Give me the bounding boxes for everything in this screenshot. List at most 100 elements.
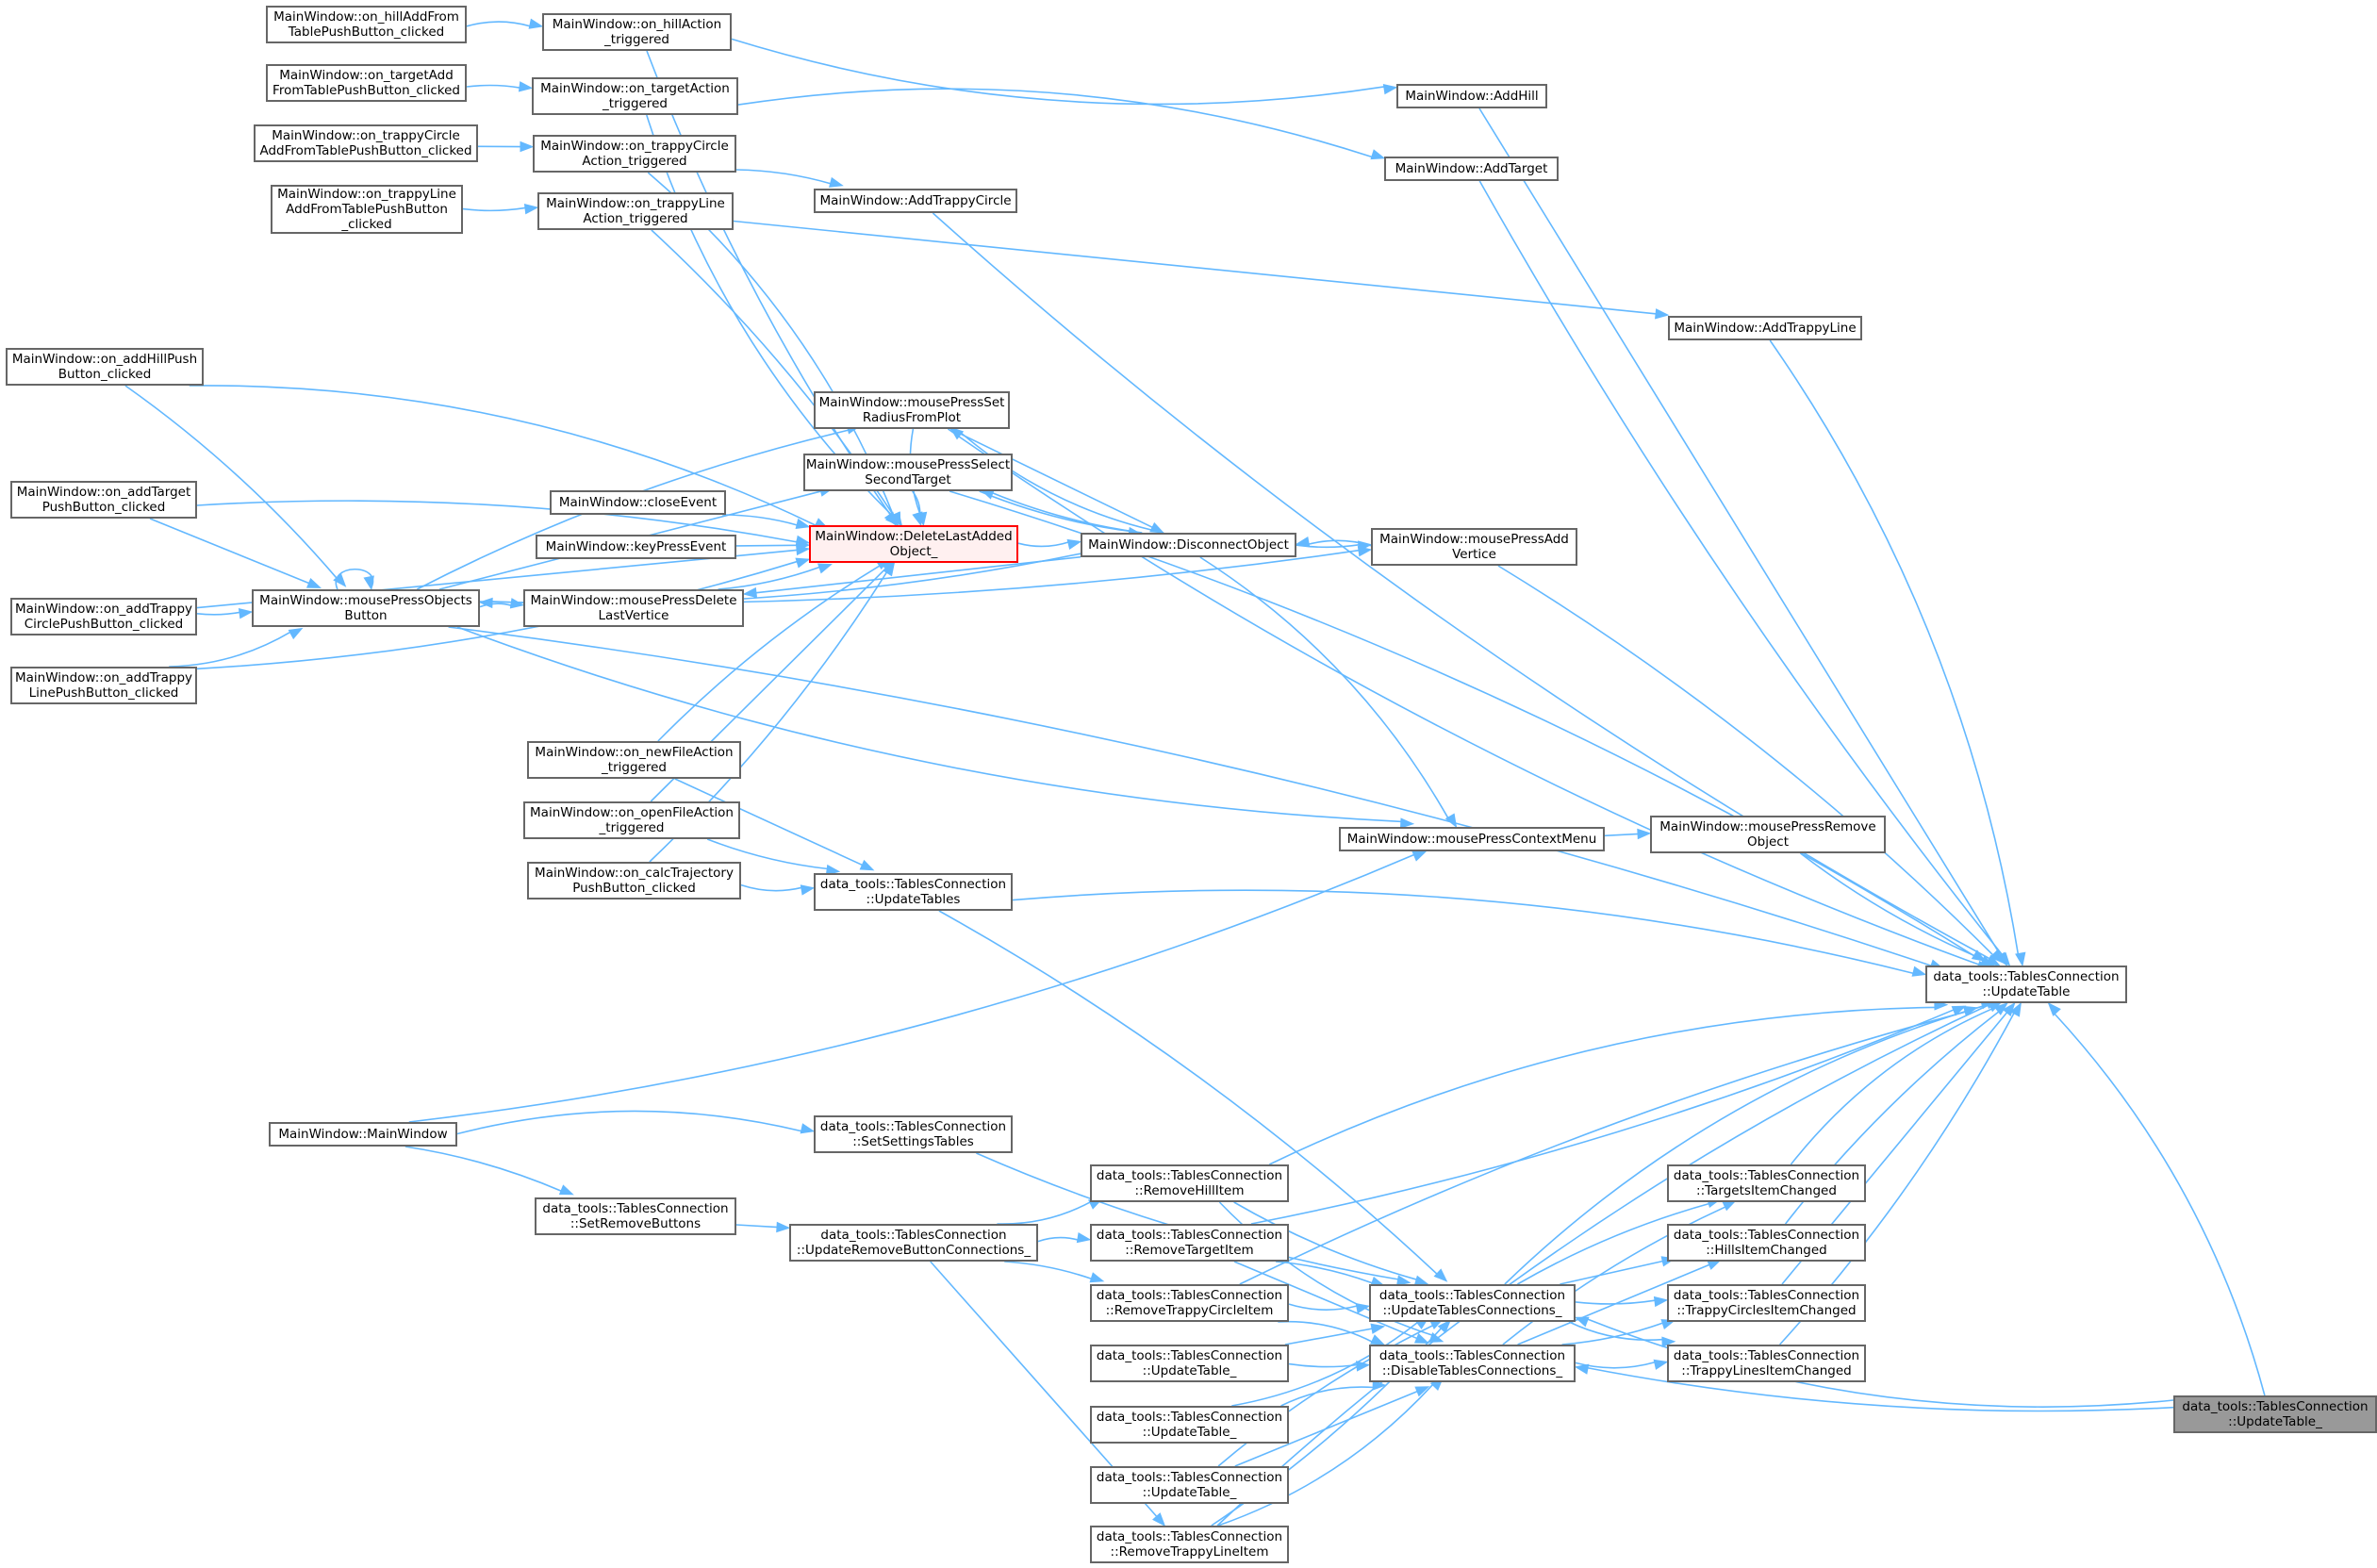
arrowhead-icon — [1433, 1268, 1448, 1282]
graph-node-mainwindow-on-trappycircleaddfromtablepushbutton-clicked[interactable]: MainWindow::on_trappyCircle AddFromTable… — [254, 124, 478, 162]
node-label: MainWindow::MainWindow — [278, 1127, 448, 1142]
graph-node-mainwindow-mousepressaddvertice[interactable]: MainWindow::mousePressAdd Vertice — [1371, 528, 1577, 566]
graph-node-data-tools-tablesconnection-setremovebuttons[interactable]: data_tools::TablesConnection ::SetRemove… — [535, 1197, 736, 1235]
edge-n13-n19 — [949, 428, 1165, 534]
graph-node-mainwindow-deletelastaddedobject[interactable]: MainWindow::DeleteLastAdded Object_ — [809, 525, 1018, 563]
edge-n27-n28 — [740, 883, 816, 896]
edge-line — [1233, 1201, 1418, 1281]
graph-node-data-tools-tablesconnection-trappycirclesitemchanged[interactable]: data_tools::TablesConnection ::TrappyCir… — [1667, 1284, 1866, 1322]
arrowhead-icon — [1076, 1232, 1092, 1244]
graph-node-data-tools-tablesconnection-updatetables[interactable]: data_tools::TablesConnection ::UpdateTab… — [814, 873, 1013, 911]
graph-node-mainwindow-on-addtargetpushbutton-clicked[interactable]: MainWindow::on_addTarget PushButton_clic… — [10, 481, 197, 519]
graph-node-data-tools-tablesconnection-disabletablesconnections[interactable]: data_tools::TablesConnection ::DisableTa… — [1369, 1345, 1576, 1382]
graph-node-mainwindow-on-targetaction-triggered[interactable]: MainWindow::on_targetAction _triggered — [532, 77, 738, 115]
edge-n16-n18 — [722, 514, 811, 529]
node-label: MainWindow::AddTrappyCircle — [819, 193, 1012, 208]
graph-node-mainwindow-addhill[interactable]: MainWindow::AddHill — [1396, 84, 1547, 108]
edge-n2-n3 — [466, 81, 534, 92]
arrowhead-icon — [1395, 1275, 1411, 1286]
edge-n43-n46 — [1560, 1256, 1676, 1285]
graph-node-mainwindow-on-hillaction-triggered[interactable]: MainWindow::on_hillAction _triggered — [542, 13, 732, 51]
edge-n40-n44 — [1280, 1379, 1387, 1407]
edge-n3-n9 — [737, 88, 1386, 160]
graph-node-data-tools-tablesconnection-removetargetitem[interactable]: data_tools::TablesConnection ::RemoveTar… — [1090, 1224, 1289, 1262]
edge-line — [1502, 1205, 1726, 1345]
edge-line — [1231, 1321, 1419, 1407]
graph-node-mainwindow-on-calctrajectorypushbutton-clicked[interactable]: MainWindow::on_calcTrajectory PushButton… — [527, 862, 741, 900]
graph-node-mainwindow-on-openfileaction-triggered[interactable]: MainWindow::on_openFileAction _triggered — [523, 801, 740, 839]
graph-node-data-tools-tablesconnection-updatetable[interactable]: data_tools::TablesConnection ::UpdateTab… — [2173, 1395, 2377, 1433]
graph-node-mainwindow-disconnectobject[interactable]: MainWindow::DisconnectObject — [1081, 533, 1296, 557]
graph-node-data-tools-tablesconnection-updatetable[interactable]: data_tools::TablesConnection ::UpdateTab… — [1925, 966, 2127, 1003]
graph-node-mainwindow-mousepresssetradiusfromplot[interactable]: MainWindow::mousePressSet RadiusFromPlot — [814, 391, 1010, 429]
edge-line — [1199, 556, 1449, 819]
graph-node-data-tools-tablesconnection-updatetable[interactable]: data_tools::TablesConnection ::UpdateTab… — [1090, 1466, 1289, 1504]
edge-line — [1497, 565, 1994, 956]
arrowhead-icon — [1411, 850, 1428, 862]
graph-node-mainwindow-on-addtrappycirclepushbutton-clicked[interactable]: MainWindow::on_addTrappy CirclePushButto… — [10, 598, 197, 635]
edge-line — [912, 490, 921, 515]
arrowhead-icon — [1370, 1334, 1386, 1345]
graph-node-mainwindow-mousepressselectsecondtarget[interactable]: MainWindow::mousePressSelect SecondTarge… — [803, 454, 1013, 491]
graph-node-mainwindow-closeevent[interactable]: MainWindow::closeEvent — [550, 490, 726, 515]
graph-node-data-tools-tablesconnection-updateremovebuttonconnections[interactable]: data_tools::TablesConnection ::UpdateRem… — [789, 1224, 1038, 1262]
graph-node-mainwindow-mousepressobjectsbutton[interactable]: MainWindow::mousePressObjects Button — [252, 589, 480, 627]
graph-node-data-tools-tablesconnection-removehillitem[interactable]: data_tools::TablesConnection ::RemoveHil… — [1090, 1164, 1289, 1202]
graph-node-data-tools-tablesconnection-updatetable[interactable]: data_tools::TablesConnection ::UpdateTab… — [1090, 1406, 1289, 1444]
graph-node-mainwindow-addtrappyline[interactable]: MainWindow::AddTrappyLine — [1668, 316, 1862, 340]
graph-node-mainwindow-on-hilladdfromtablepushbutton-clicked[interactable]: MainWindow::on_hillAddFrom TablePushButt… — [266, 6, 467, 43]
edge-n38-n44 — [1278, 1320, 1386, 1345]
edge-line — [448, 626, 1933, 967]
graph-node-mainwindow-on-trappylineaction-triggered[interactable]: MainWindow::on_trappyLine Action_trigger… — [537, 192, 734, 230]
graph-node-mainwindow-mousepressdeletelastvertice[interactable]: MainWindow::mousePressDelete LastVertice — [523, 589, 744, 627]
graph-node-data-tools-tablesconnection-updatetable[interactable]: data_tools::TablesConnection ::UpdateTab… — [1090, 1345, 1289, 1382]
graph-node-data-tools-tablesconnection-setsettingstables[interactable]: data_tools::TablesConnection ::SetSettin… — [814, 1115, 1013, 1153]
node-label: MainWindow::on_trappyCircle Action_trigg… — [540, 139, 729, 169]
arrowhead-icon — [1653, 1296, 1669, 1308]
edge-line — [1004, 1261, 1093, 1280]
edge-line — [938, 910, 1439, 1276]
graph-node-mainwindow-on-newfileaction-triggered[interactable]: MainWindow::on_newFileAction _triggered — [527, 741, 741, 779]
edge-line — [1478, 107, 2002, 957]
edge-line — [657, 564, 882, 742]
arrowhead-icon — [795, 518, 811, 529]
edge-n49-n44 — [1574, 1363, 2174, 1412]
graph-node-mainwindow-keypressevent[interactable]: MainWindow::keyPressEvent — [536, 535, 736, 559]
graph-node-mainwindow-mousepressremoveobject[interactable]: MainWindow::mousePressRemove Object — [1650, 816, 1886, 853]
graph-node-mainwindow-on-addtrappylinepushbutton-clicked[interactable]: MainWindow::on_addTrappy LinePushButton_… — [10, 667, 197, 704]
graph-node-data-tools-tablesconnection-trappylinesitemchanged[interactable]: data_tools::TablesConnection ::TrappyLin… — [1667, 1345, 1866, 1382]
graph-node-data-tools-tablesconnection-removetrappylineitem[interactable]: data_tools::TablesConnection ::RemoveTra… — [1090, 1526, 1289, 1563]
edge-line — [997, 1200, 1092, 1225]
graph-node-mainwindow-on-trappycircleaction-triggered[interactable]: MainWindow::on_trappyCircle Action_trigg… — [533, 135, 736, 173]
graph-node-mainwindow-addtrappycircle[interactable]: MainWindow::AddTrappyCircle — [814, 189, 1017, 213]
graph-node-data-tools-tablesconnection-updatetablesconnections[interactable]: data_tools::TablesConnection ::UpdateTab… — [1369, 1284, 1576, 1322]
arrowhead-icon — [1399, 817, 1415, 829]
edge-n21-n29 — [456, 626, 1415, 829]
arrowhead-icon — [523, 204, 539, 215]
graph-node-data-tools-tablesconnection-targetsitemchanged[interactable]: data_tools::TablesConnection ::TargetsIt… — [1667, 1164, 1866, 1202]
graph-node-mainwindow-mousepresscontextmenu[interactable]: MainWindow::mousePressContextMenu — [1339, 827, 1605, 851]
edge-n37-n31 — [1250, 1005, 1967, 1225]
arrowhead-icon — [363, 575, 374, 591]
arrowhead-icon — [1089, 1272, 1105, 1283]
graph-node-data-tools-tablesconnection-hillsitemchanged[interactable]: data_tools::TablesConnection ::HillsItem… — [1667, 1224, 1866, 1262]
node-label: MainWindow::on_calcTrajectory PushButton… — [535, 866, 734, 896]
graph-node-mainwindow-on-targetaddfromtablepushbutton-clicked[interactable]: MainWindow::on_targetAdd FromTablePushBu… — [266, 64, 467, 102]
graph-node-mainwindow-on-trappylineaddfromtablepushbutton-clicked[interactable]: MainWindow::on_trappyLine AddFromTablePu… — [271, 185, 463, 234]
arrowhead-icon — [795, 557, 811, 569]
edge-line — [2053, 1012, 2266, 1396]
node-label: MainWindow::keyPressEvent — [545, 539, 727, 554]
arrowhead-icon — [1653, 1359, 1669, 1370]
edge-line — [456, 1110, 803, 1135]
edge-n28-n31 — [1012, 889, 1927, 977]
edge-line — [718, 566, 821, 590]
graph-node-mainwindow-on-addhillpushbutton-clicked[interactable]: MainWindow::on_addHillPush Button_clicke… — [6, 348, 204, 386]
graph-node-mainwindow-addtarget[interactable]: MainWindow::AddTarget — [1384, 157, 1559, 181]
node-label: data_tools::TablesConnection ::TargetsIt… — [1673, 1168, 1860, 1198]
edge-line — [1288, 1303, 1359, 1311]
node-label: MainWindow::on_addTarget PushButton_clic… — [16, 485, 191, 515]
graph-node-mainwindow-mainwindow[interactable]: MainWindow::MainWindow — [269, 1122, 457, 1147]
edge-line — [706, 838, 829, 870]
arrowhead-icon — [1997, 951, 2011, 967]
graph-node-data-tools-tablesconnection-removetrappycircleitem[interactable]: data_tools::TablesConnection ::RemoveTra… — [1090, 1284, 1289, 1322]
